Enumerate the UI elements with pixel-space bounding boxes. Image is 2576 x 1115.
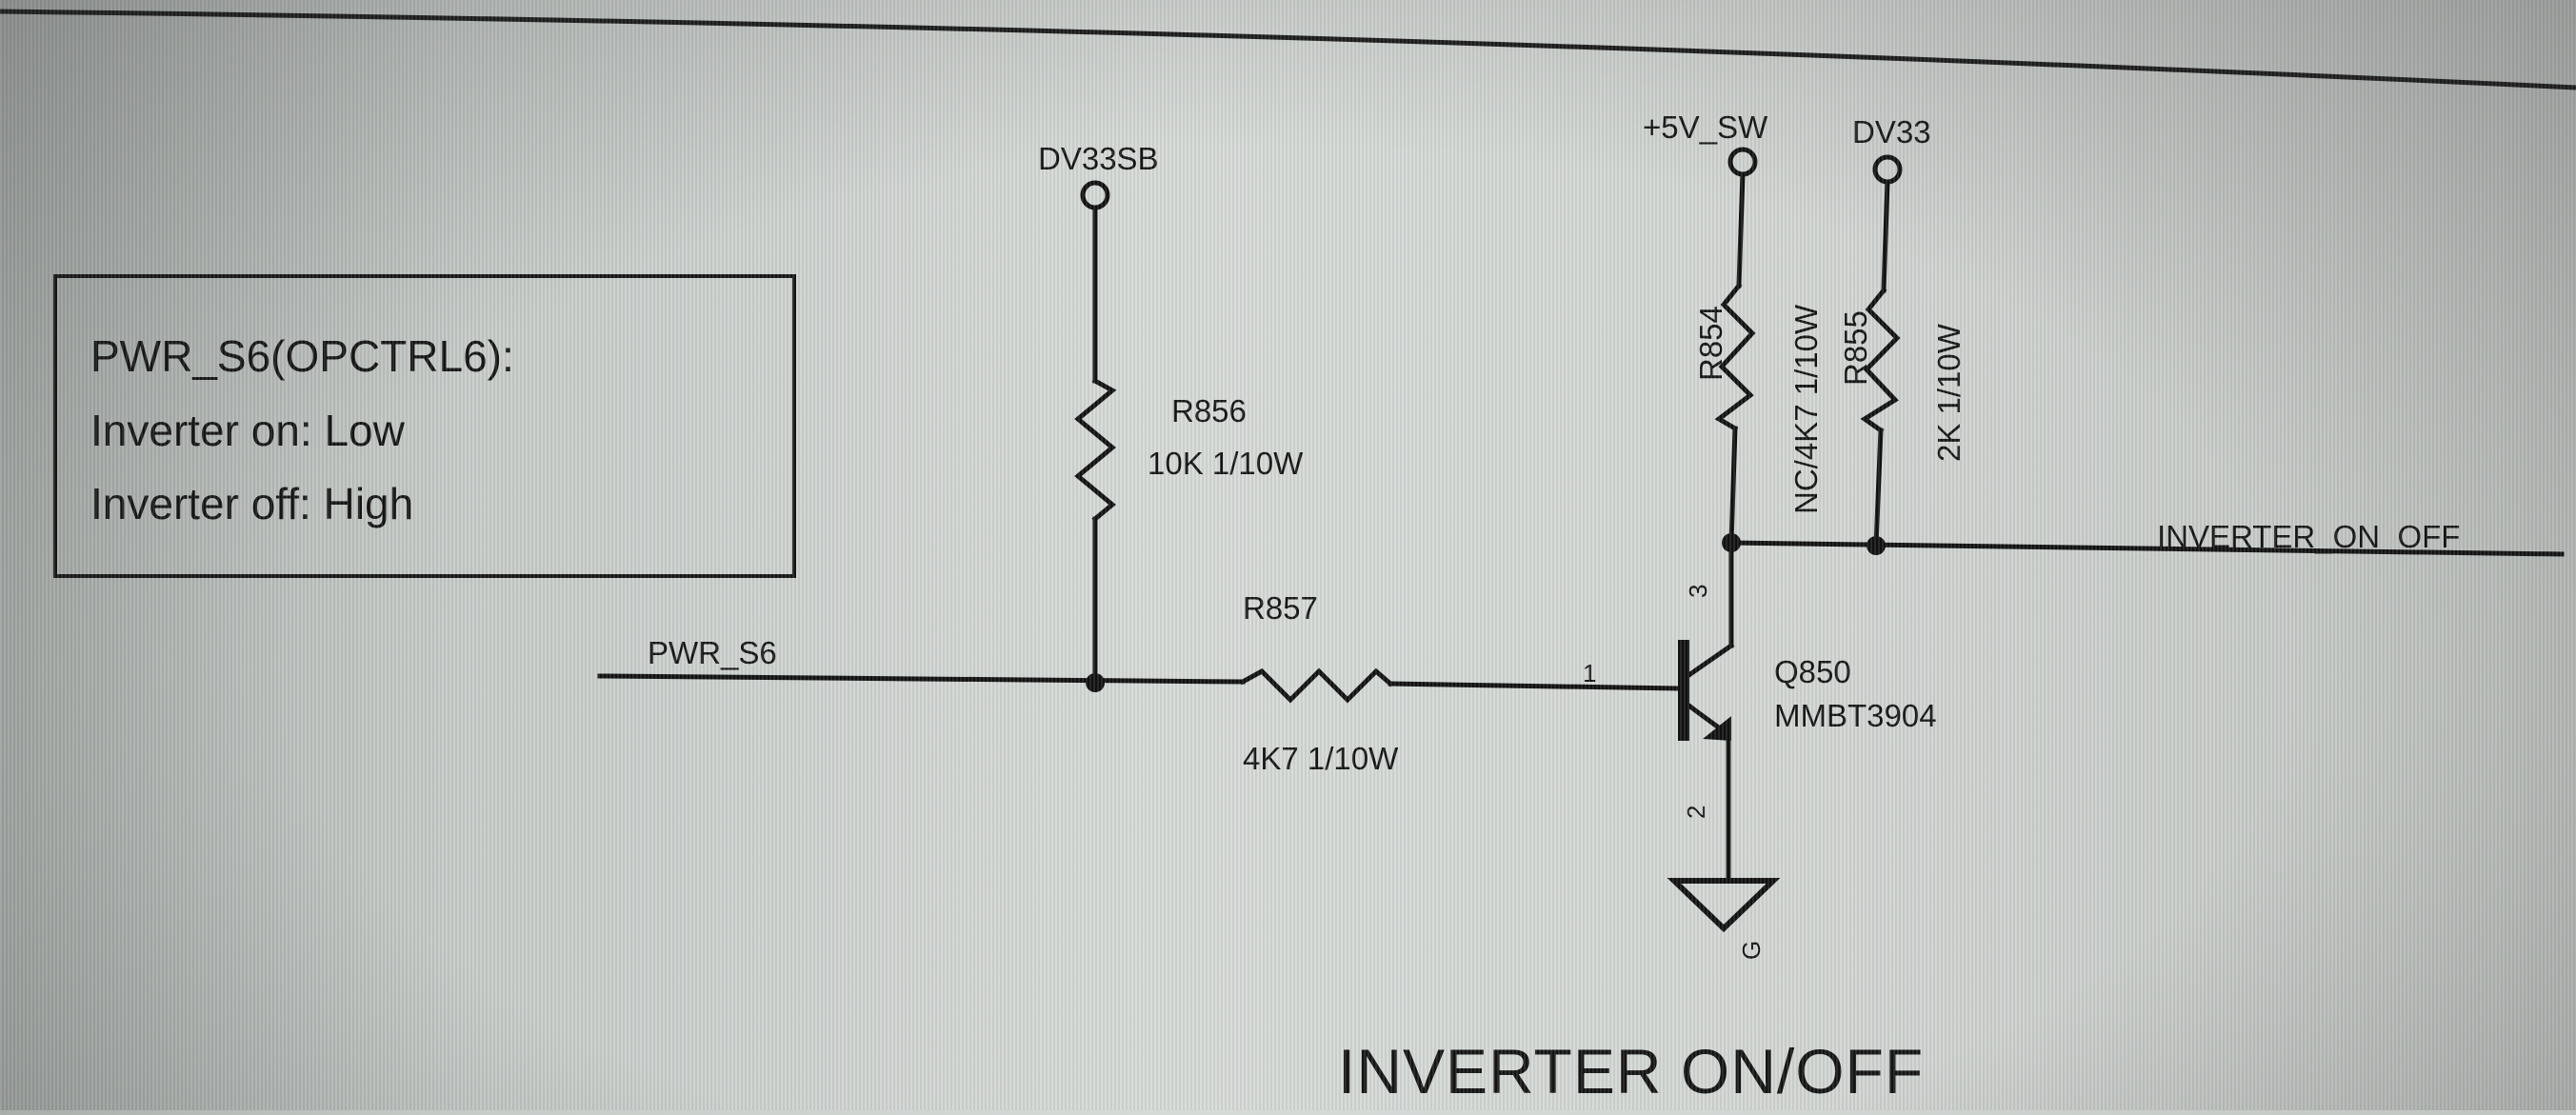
q850-pin-base: 1 bbox=[1583, 659, 1596, 687]
junction-dot bbox=[1722, 533, 1741, 552]
resistor-zigzag-icon bbox=[1074, 377, 1117, 523]
wire bbox=[1736, 171, 1746, 289]
resistor-r855[interactable]: R855 2K 1/10W bbox=[1838, 287, 1967, 548]
r857-ref: R857 bbox=[1243, 590, 1318, 626]
note-box: PWR_S6(OPCTRL6): Inverter on: Low Invert… bbox=[53, 274, 796, 578]
power-port-icon bbox=[1080, 180, 1110, 210]
wire bbox=[1881, 179, 1890, 293]
pwr-s6-net: PWR_S6 bbox=[597, 635, 1246, 692]
resistor-zigzag-icon bbox=[1860, 287, 1901, 434]
dv33-rail: DV33 bbox=[1852, 114, 1931, 293]
wire bbox=[597, 673, 1246, 685]
transistor-collector-leg bbox=[1684, 642, 1735, 680]
wire bbox=[1728, 426, 1738, 546]
r855-ref: R855 bbox=[1838, 310, 1873, 386]
r854-value: NC/4K7 1/10W bbox=[1788, 304, 1824, 514]
resistor-r857[interactable]: R857 4K7 1/10W bbox=[1239, 590, 1679, 776]
note-box-border bbox=[53, 274, 796, 578]
power-port-icon bbox=[1727, 147, 1758, 177]
section-title: INVERTER ON/OFF bbox=[1338, 1036, 1924, 1106]
resistor-r854[interactable]: R854 NC/4K7 1/10W bbox=[1693, 282, 1824, 546]
plus5v-sw-label: +5V_SW bbox=[1643, 110, 1768, 145]
r855-value: 2K 1/10W bbox=[1931, 323, 1967, 462]
dv33sb-rail: DV33SB bbox=[1038, 141, 1159, 384]
note-line-2: Inverter on: Low bbox=[90, 406, 406, 455]
wire bbox=[1873, 428, 1884, 548]
r856-ref: R856 bbox=[1171, 393, 1247, 428]
ground-symbol: G bbox=[1667, 878, 1781, 960]
pwr-s6-label: PWR_S6 bbox=[648, 635, 777, 670]
q850-ref: Q850 bbox=[1774, 654, 1851, 689]
emitter-arrow-icon bbox=[1703, 716, 1731, 741]
ground-label: G bbox=[1737, 941, 1766, 960]
inverter-on-off-net: INVERTER_ON_OFF bbox=[1722, 519, 2565, 557]
plus5v-sw-rail: +5V_SW bbox=[1643, 110, 1768, 289]
inverter-on-off-label: INVERTER_ON_OFF bbox=[2157, 519, 2460, 554]
resistor-zigzag-icon bbox=[1714, 282, 1756, 432]
ground-icon bbox=[1667, 878, 1781, 933]
junction-dot bbox=[1086, 673, 1105, 692]
q850-pin-emitter: 2 bbox=[1682, 806, 1710, 819]
junction-dot bbox=[1867, 536, 1886, 555]
q850-part: MMBT3904 bbox=[1774, 698, 1937, 733]
monitor-edge-line bbox=[0, 9, 2576, 90]
wire bbox=[1388, 681, 1679, 691]
resistor-zigzag-icon bbox=[1239, 667, 1394, 704]
note-line-1: PWR_S6(OPCTRL6): bbox=[90, 331, 514, 381]
note-line-3: Inverter off: High bbox=[90, 479, 413, 528]
dv33-label: DV33 bbox=[1852, 114, 1931, 149]
transistor-emitter-leg bbox=[1684, 701, 1727, 735]
r856-value: 10K 1/10W bbox=[1148, 446, 1304, 481]
r854-ref: R854 bbox=[1693, 306, 1728, 381]
q850-pin-collector: 3 bbox=[1684, 585, 1712, 598]
power-port-icon bbox=[1872, 154, 1903, 185]
resistor-r856[interactable]: R856 10K 1/10W bbox=[1074, 377, 1304, 686]
transistor-q850[interactable]: 1 3 2 Q850 MMBT3904 bbox=[1583, 540, 1937, 884]
r857-value: 4K7 1/10W bbox=[1243, 741, 1399, 776]
dv33sb-label: DV33SB bbox=[1038, 141, 1159, 176]
